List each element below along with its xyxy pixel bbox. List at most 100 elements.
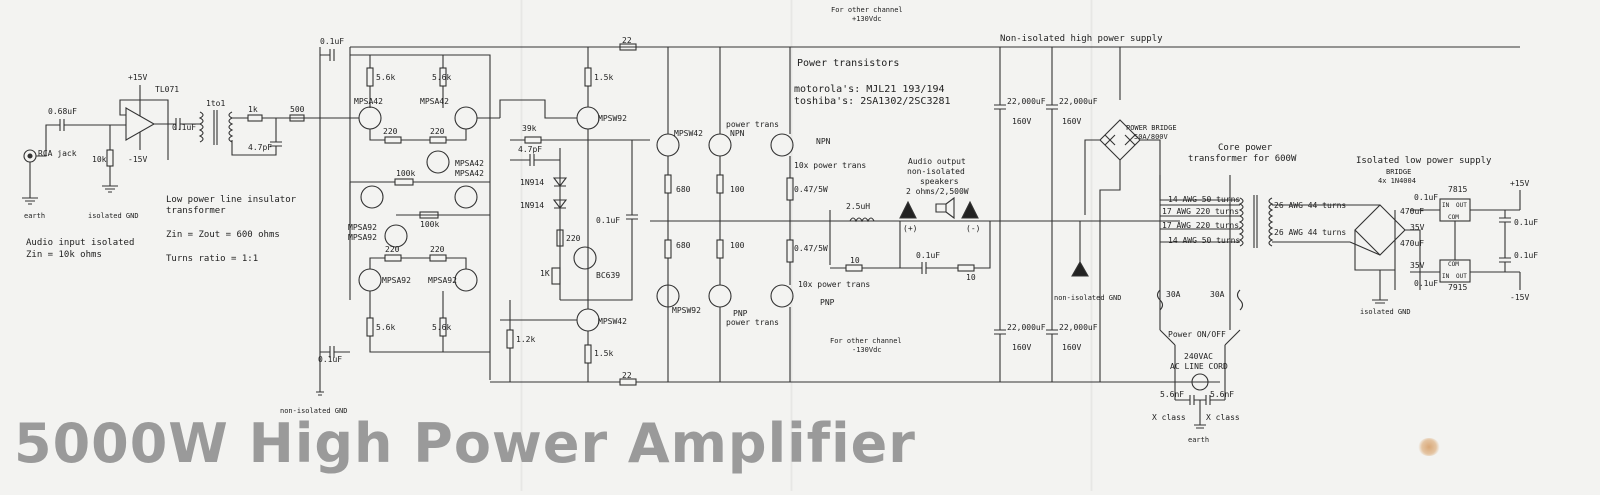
- label-v160-1: 160V: [1012, 117, 1031, 126]
- page-title: 5000W High Power Amplifier: [14, 412, 916, 475]
- note-power-transistors: Power transistors: [797, 58, 899, 69]
- label-c22000-4: 22,000uF: [1059, 323, 1098, 332]
- label-earth: earth: [24, 212, 45, 220]
- label-w17-220-2: 17 AWG 220 turns: [1162, 221, 1239, 230]
- note-isolated-low-supply: Isolated low power supply: [1356, 156, 1492, 166]
- paper-fold: [1090, 0, 1093, 491]
- label-10x-top: 10x power trans: [794, 161, 866, 170]
- label-v35-2: 35V: [1410, 261, 1425, 270]
- label-x-class-2: X class: [1206, 413, 1240, 422]
- label-mpsa92-4: MPSA92: [428, 276, 457, 285]
- note-other-channel-pos-v: +130Vdc: [852, 15, 882, 23]
- label-r220-1: 220: [383, 127, 398, 136]
- power-switch-icon[interactable]: [1159, 329, 1241, 346]
- label-power-trans-bot: power trans: [726, 318, 779, 327]
- transistor-pnp-icon: [770, 284, 794, 308]
- label-c470-1: 470uF: [1400, 207, 1424, 216]
- isolated-ground-icon: [1372, 270, 1388, 304]
- note-other-channel-pos: For other channel: [831, 6, 903, 14]
- label-fuse-2: 30A: [1210, 290, 1225, 299]
- note-audio-input: Audio input isolated: [26, 238, 134, 248]
- label-pnp-bot: PNP: [733, 309, 748, 318]
- label-r39k: 39k: [522, 124, 537, 133]
- note-line-insulator: Low power line insulator: [166, 195, 297, 205]
- label-c47: 4.7pF: [248, 143, 272, 152]
- note-bridge-diodes: 4x 1N4004: [1378, 177, 1416, 185]
- label-c-in: 0.68uF: [48, 107, 77, 116]
- label-reg1-out: OUT: [1456, 202, 1467, 209]
- label-c01-bias: 0.1uF: [596, 216, 620, 225]
- transistor-pnp-icon: [708, 284, 732, 308]
- note-bridge: BRIDGE: [1386, 168, 1411, 176]
- voltage-amplifier-stage: [316, 49, 514, 396]
- core-power-transformer: [1156, 175, 1350, 429]
- label-r680-2: 680: [676, 241, 691, 250]
- label-c01-out2: 0.1uF: [1514, 251, 1538, 260]
- label-minus: (-): [966, 224, 980, 233]
- label-mpsa42-3: MPSA42: [455, 159, 484, 168]
- label-mpsa92-3: MPSA92: [382, 276, 411, 285]
- label-power-trans-top: power trans: [726, 120, 779, 129]
- label-reg1-com: COM: [1448, 214, 1459, 221]
- label-r10k: 10k: [92, 155, 107, 164]
- label-r220-4: 220: [430, 245, 445, 254]
- label-r220-bias: 220: [566, 234, 581, 243]
- transistor-npn-icon: [770, 133, 794, 157]
- ac-plug-icon: [1191, 373, 1209, 391]
- label-1n914-1: 1N914: [520, 178, 544, 187]
- label-r56k-3: 5.6k: [376, 323, 395, 332]
- non-isolated-ground-icon: [316, 391, 324, 396]
- label-non-isolated-gnd: non-isolated GND: [1054, 294, 1121, 302]
- label-c01-bottom: 0.1uF: [318, 355, 342, 364]
- label-7915: 7915: [1448, 283, 1467, 292]
- label-r100k-1: 100k: [396, 169, 415, 178]
- non-isolated-ground-icon: [1071, 260, 1089, 277]
- bias-trimmer: [551, 267, 561, 285]
- label-l25: 2.5uH: [846, 202, 870, 211]
- label-r500: 500: [290, 105, 305, 114]
- note-non-isolated: non-isolated: [907, 167, 965, 176]
- label-r100-1: 100: [730, 185, 745, 194]
- label-r15k-top: 1.5k: [594, 73, 613, 82]
- label-r22-top: 22: [622, 36, 632, 45]
- label-w14-50-1: 14 AWG 50 turns: [1168, 195, 1240, 204]
- label-w26-44-2: 26 AWG 44 turns: [1274, 228, 1346, 237]
- label-10x-bot: 10x power trans: [798, 280, 870, 289]
- note-zin-zout: Zin = Zout = 600 ohms: [166, 230, 280, 240]
- label-v35-1: 35V: [1410, 223, 1425, 232]
- speaker-terminal-plus-icon: [899, 200, 917, 219]
- note-line-insulator-2: transformer: [166, 206, 226, 216]
- label-mpsa42-2: MPSA42: [420, 97, 449, 106]
- label-r1k: 1k: [248, 105, 258, 114]
- label-neg15: -15V: [128, 155, 147, 164]
- output-inductor-icon: [849, 217, 875, 223]
- label-pos15: +15V: [128, 73, 147, 82]
- label-r15k-bot: 1.5k: [594, 349, 613, 358]
- transistor-mpsw92-icon: [576, 106, 600, 130]
- note-non-isolated-supply: Non-isolated high power supply: [1000, 34, 1163, 44]
- label-plus: (+): [903, 224, 917, 233]
- fuse-30a-icon: [1156, 289, 1164, 311]
- label-rca: RCA jack: [38, 149, 77, 158]
- label-c01-top: 0.1uF: [320, 37, 344, 46]
- note-ohms: 2 ohms/2,500W: [906, 187, 969, 196]
- label-r680-1: 680: [676, 185, 691, 194]
- label-mpsa92-1: MPSA92: [348, 223, 377, 232]
- diode-1n914-icon: [552, 199, 568, 209]
- output-stage: [656, 47, 991, 382]
- note-motorola: motorola's: MJL21 193/194: [794, 84, 945, 95]
- label-pnp: PNP: [820, 298, 835, 307]
- label-r100-2: 100: [730, 241, 745, 250]
- label-r220-3: 220: [385, 245, 400, 254]
- high-power-supply: [994, 46, 1240, 382]
- label-r1k-trim: 1K: [540, 269, 550, 278]
- label-c01-reg1: 0.1uF: [1414, 193, 1438, 202]
- speaker-icon: [935, 196, 955, 220]
- label-240vac: 240VAC: [1184, 352, 1213, 361]
- input-stage: [22, 85, 320, 205]
- transistor-mpsa92-icon: [454, 268, 478, 292]
- note-toshiba: toshiba's: 2SA1302/2SC3281: [794, 96, 951, 107]
- label-c56n-1: 5.6nF: [1160, 390, 1184, 399]
- label-earth-2: earth: [1188, 436, 1209, 444]
